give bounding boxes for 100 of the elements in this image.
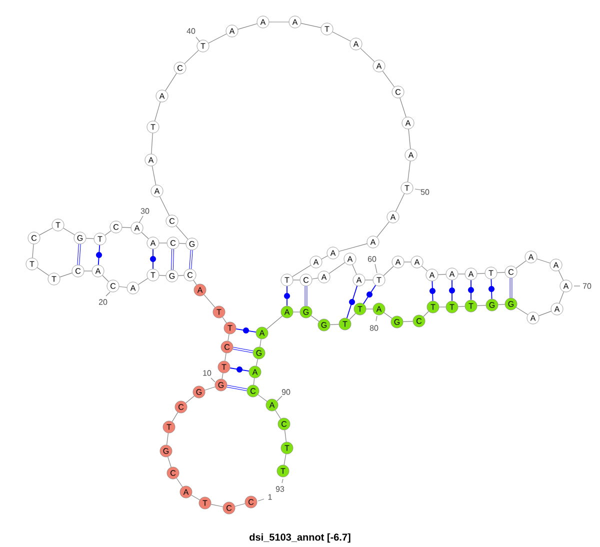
backbone-line <box>330 324 340 325</box>
backbone-line <box>284 430 287 442</box>
base-pair-line <box>510 278 512 298</box>
backbone-line <box>338 243 368 252</box>
backbone-line <box>208 34 227 44</box>
base-pair-dot-line <box>284 286 290 306</box>
backbone-line <box>152 166 156 186</box>
backbone-line <box>536 258 550 264</box>
number-label: 1 <box>258 494 272 502</box>
backbone-line <box>204 294 216 308</box>
backbone-line <box>63 228 75 236</box>
backbone-line <box>158 275 166 276</box>
backbone-line <box>383 266 394 276</box>
base-pair-line <box>189 250 193 269</box>
number-label: 93 <box>276 478 284 492</box>
backbone-line <box>60 272 72 278</box>
backbone-line <box>292 264 312 278</box>
backbone-line <box>224 352 226 362</box>
backbone-line <box>172 412 178 422</box>
backbone-line <box>310 315 320 322</box>
backbone-line <box>176 478 183 488</box>
base-pair-dot-line <box>449 280 455 302</box>
backbone-line <box>400 98 406 118</box>
base-pair-line <box>226 384 248 392</box>
backbone-line <box>516 307 528 315</box>
backbone-line <box>395 193 405 212</box>
backbone-line <box>151 132 153 154</box>
backbone-line <box>191 494 200 500</box>
backbone-line <box>234 503 246 507</box>
backbone-line <box>423 311 429 317</box>
backbone-line <box>516 260 526 269</box>
number-label: 50 <box>414 188 430 195</box>
base-pair-dot-line <box>488 278 494 300</box>
backbone-line <box>438 306 446 308</box>
number-label: 20 <box>98 292 110 305</box>
backbone-line <box>141 232 149 240</box>
backbone-line <box>138 278 148 285</box>
backbone-line <box>312 278 318 280</box>
caption: dsi_5103_annot [-6.7] <box>250 533 350 543</box>
backbone-line <box>238 23 258 30</box>
backbone-line <box>300 23 322 28</box>
backbone-line <box>39 228 53 236</box>
base-pair-dot-line <box>230 366 250 372</box>
base-pair-line <box>77 244 81 265</box>
backbone-line <box>178 243 186 244</box>
backbone-line <box>222 372 224 380</box>
backbone-line <box>185 396 195 404</box>
backbone-line <box>102 275 109 282</box>
number-label: 60 <box>368 256 378 274</box>
backbone-line <box>366 308 374 310</box>
base-pair-dot-line <box>346 285 358 319</box>
number-label: 80 <box>370 316 378 331</box>
backbone-line <box>496 272 506 273</box>
backbone-line <box>159 196 170 216</box>
backbone-line <box>408 128 411 150</box>
base-pair-line <box>304 286 308 306</box>
backbone-line <box>349 313 356 320</box>
backbone-line <box>558 270 564 281</box>
base-pair-dot-line <box>150 248 156 270</box>
backbone-line <box>104 230 112 236</box>
backbone-line <box>538 310 552 316</box>
backbone-line <box>384 312 392 319</box>
backbone-line <box>32 244 34 258</box>
backbone-line <box>222 316 227 324</box>
backbone-line <box>228 334 230 342</box>
number-label: 10 <box>203 370 216 382</box>
backbone-line <box>166 432 169 446</box>
backbone-line <box>275 410 281 420</box>
base-pair-dot-line <box>236 328 256 334</box>
number-label: 90 <box>276 389 290 402</box>
backbone-line <box>122 227 132 228</box>
base-pair-line <box>171 249 174 270</box>
backbone-line <box>421 266 428 272</box>
backbone-line <box>168 456 172 468</box>
backbone-line <box>253 378 255 386</box>
base-pair-line <box>232 346 254 354</box>
backbone-line <box>154 102 161 122</box>
number-label: 40 <box>186 28 200 42</box>
backbone-line <box>476 305 486 306</box>
backbone-line <box>178 275 184 276</box>
backbone-line <box>86 238 94 239</box>
backbone-line <box>176 225 188 240</box>
backbone-line <box>184 50 199 64</box>
backbone-line <box>458 306 466 307</box>
backbone-line <box>158 242 168 244</box>
backbone-line <box>558 291 564 304</box>
number-label: 30 <box>138 208 150 224</box>
backbone-line <box>266 316 283 330</box>
backbone-line <box>36 267 50 276</box>
backbone-line <box>328 262 346 274</box>
backbone-line <box>204 386 216 390</box>
base-pair-dot-line <box>362 284 376 304</box>
backbone-line <box>165 72 177 92</box>
base-pair-dot-line <box>430 280 436 302</box>
backbone-line <box>376 222 390 238</box>
backbone-line <box>332 32 351 42</box>
backbone-line <box>402 321 414 322</box>
base-pair-dot-line <box>468 280 474 300</box>
backbone-line <box>118 286 128 288</box>
backbone-line <box>84 270 92 272</box>
